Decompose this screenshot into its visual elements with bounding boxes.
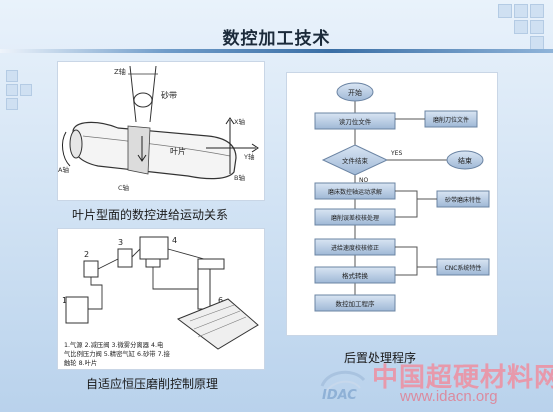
pressure-reducing-valve (83, 260, 99, 278)
flow-side-cnc-props-label: CNC系统特性 (445, 264, 482, 272)
decorative-square (6, 84, 18, 96)
caption-adaptive-grinding: 自适应恒压磨削控制原理 (86, 377, 219, 391)
component-number: 2 (84, 250, 89, 259)
flow-feed-check-label: 进给速度校核修正 (331, 244, 379, 252)
flow-solve-motion-label: 磨床数控轴运动求解 (328, 188, 382, 196)
cylinder-head (197, 258, 225, 270)
axis-label-b: B轴 (234, 173, 245, 182)
decorative-square (498, 4, 512, 18)
legend-line: 1.气源 2.减压阀 3.微雾分离器 4.电 (64, 340, 164, 349)
label-blade: 叶片 (170, 146, 186, 156)
flow-error-handling-label: 磨削误差校核处理 (331, 214, 379, 222)
component-number: 3 (118, 238, 123, 247)
feed-arrow (137, 136, 147, 162)
flow-decision-label: 文件结束 (342, 156, 369, 165)
connector (395, 246, 437, 276)
legend-line: 气比例压力阀 5.精密气缸 6.砂带 7.接 (64, 349, 171, 358)
blade-edge-line (82, 135, 231, 157)
axis-arrowheads (225, 117, 259, 153)
connector (395, 190, 437, 218)
belt-and-blade (176, 298, 259, 350)
axis-label-c: C轴 (118, 183, 130, 192)
watermark-site-name: 中国超硬材料网 (372, 363, 553, 393)
axis-label-y: Y轴 (243, 152, 255, 161)
component-number: 4 (172, 236, 177, 245)
flow-end (446, 150, 484, 170)
flow-decision-file-end (321, 144, 389, 176)
flow-end-label: 结束 (458, 156, 472, 165)
watermark-url: www.idacn.org (400, 388, 498, 405)
blade-motion-diagram: Z轴 砂带 叶片 A轴 X轴 Y轴 B轴 C轴 (58, 65, 259, 192)
blade-outline (72, 121, 237, 180)
flow-read-tool-file (314, 112, 396, 130)
blade-end (69, 129, 83, 159)
idac-logo-mark (320, 370, 366, 393)
flow-side-belt-props-label: 砂带磨床特性 (445, 196, 481, 204)
blade-motion-panel: Z轴 砂带 叶片 A轴 X轴 Y轴 B轴 C轴 (57, 61, 265, 201)
flow-nc-program-label: 数控加工程序 (336, 299, 376, 308)
blade-hatching (189, 304, 247, 338)
air-lines (88, 248, 205, 310)
decorative-square (514, 4, 528, 18)
valve-base (145, 258, 161, 268)
postprocess-flowchart: 开始 读刀位文件 磨削刀位文件 文件结束 YES NO 结束 磨床数控轴运动求解… (314, 82, 490, 312)
axis-cross (206, 120, 256, 174)
sand-belt (129, 65, 157, 123)
flow-start (336, 82, 374, 102)
decorative-square (530, 20, 544, 34)
component-number: 1 (62, 296, 67, 305)
decorative-square (6, 70, 18, 82)
decorative-square (6, 98, 18, 110)
legend-line: 触轮 8.叶片 (64, 358, 97, 367)
flow-format-convert-label: 格式转换 (342, 271, 369, 280)
axis-label-z: Z轴 (114, 67, 126, 76)
label-sand-belt: 砂带 (161, 90, 177, 100)
precision-cylinder (197, 268, 211, 310)
flow-side-tool-file-label: 磨削刀位文件 (433, 116, 469, 124)
flow-nc-program (314, 294, 396, 312)
caption-postprocess: 后置处理程序 (344, 351, 417, 365)
decorative-square (20, 84, 32, 96)
adaptive-grinding-panel: 1 2 3 4 5 6 7 8 1.气源 2.减压阀 (57, 228, 265, 370)
axis-label-a: A轴 (58, 165, 69, 174)
proportional-valve (139, 236, 169, 260)
grinding-control-diagram: 1 2 3 4 5 6 7 8 1.气源 2.减压阀 (62, 236, 259, 367)
flow-yes-label: YES (390, 150, 402, 157)
idac-logo: IDAC (322, 388, 357, 403)
contact-wheel (133, 92, 153, 108)
title-underline (0, 49, 553, 53)
flowchart-panel: 开始 读刀位文件 磨削刀位文件 文件结束 YES NO 结束 磨床数控轴运动求解… (286, 72, 498, 336)
caption-blade-motion: 叶片型面的数控进给运动关系 (72, 208, 229, 222)
mist-separator (117, 248, 133, 268)
flow-read-tool-file-label: 读刀位文件 (339, 117, 372, 126)
decorative-square (514, 20, 528, 34)
slide-title: 数控加工技术 (222, 29, 331, 49)
flow-error-handling (314, 208, 396, 226)
component-number: 6 (218, 296, 223, 305)
axis-label-x: X轴 (234, 117, 245, 126)
grinding-band (127, 125, 151, 175)
rotation-arc-a (62, 131, 71, 167)
decorative-square (530, 4, 544, 18)
air-source (65, 296, 89, 324)
flow-start-label: 开始 (348, 88, 362, 97)
flow-no-label: NO (359, 177, 368, 184)
flow-format-convert (314, 266, 396, 284)
